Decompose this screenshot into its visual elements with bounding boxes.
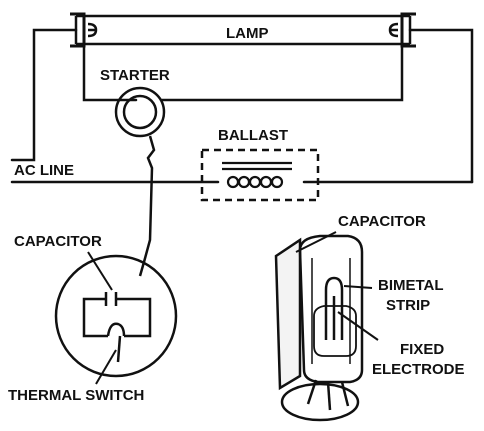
circuit-wiring xyxy=(10,28,474,184)
ballast-label: BALLAST xyxy=(218,127,288,144)
starter-lead-wire xyxy=(142,135,156,263)
ballast-coil-icon xyxy=(222,161,292,189)
fixed-electrode-label-line1: FIXED xyxy=(400,341,444,358)
bimetal-label-line2: STRIP xyxy=(386,297,430,314)
capacitor-right-label: CAPACITOR xyxy=(338,213,426,230)
bimetal-label-line1: BIMETAL xyxy=(378,277,444,294)
fixed-electrode-label-line2: ELECTRODE xyxy=(372,361,465,378)
bimetal-strip-pointer xyxy=(343,285,373,289)
lamp-left-pin-icon xyxy=(87,22,98,38)
starter-cutaway-drawing xyxy=(274,234,364,422)
starter-component xyxy=(114,86,166,138)
lamp-label: LAMP xyxy=(226,25,269,42)
capacitor-left-label: CAPACITOR xyxy=(14,233,102,250)
ballast-box xyxy=(200,148,320,202)
lamp-right-pin-icon xyxy=(388,22,399,38)
thermal-switch-pointer xyxy=(95,349,117,385)
fixed-electrode-pointer xyxy=(337,311,379,341)
ac-line-label: AC LINE xyxy=(14,162,74,179)
starter-label: STARTER xyxy=(100,67,170,84)
capacitor-pointer xyxy=(87,251,113,291)
capacitor-right-pointer xyxy=(295,231,337,253)
starter-detail-view xyxy=(54,254,178,378)
thermal-switch-label: THERMAL SWITCH xyxy=(8,387,144,404)
